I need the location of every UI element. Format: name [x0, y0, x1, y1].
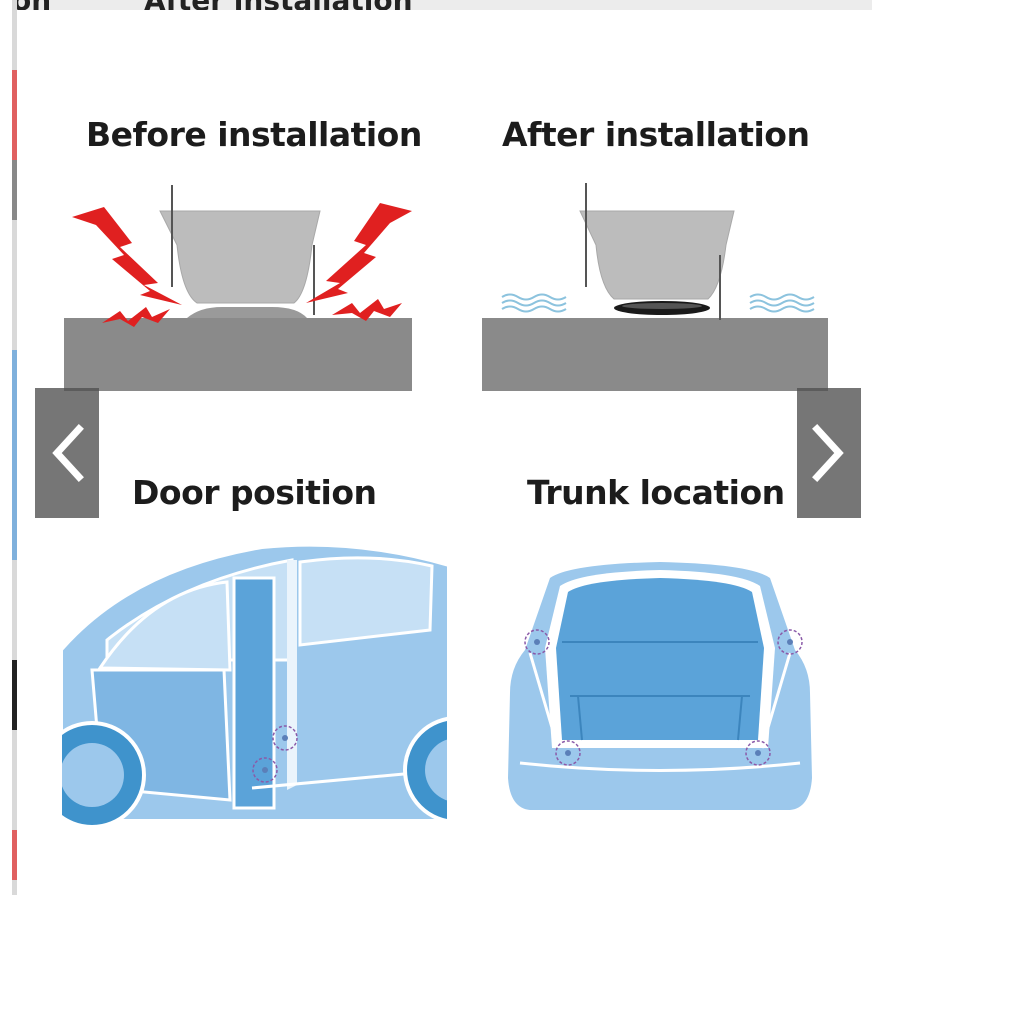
- buffer-location-marker: [252, 757, 278, 783]
- door-panel: [579, 183, 735, 320]
- door-frame-surface: [482, 318, 828, 391]
- door-panel: [159, 185, 321, 315]
- buffer-location-marker: [272, 725, 298, 751]
- trunk-location-illustration: [508, 562, 812, 810]
- door-position-illustration: [62, 544, 447, 829]
- before-installation-illustration: [64, 185, 412, 391]
- before-installation-caption: Before installation: [86, 115, 422, 154]
- buffer-location-marker: [524, 629, 550, 655]
- chevron-left-icon: [52, 424, 84, 482]
- impact-noise-icon: [72, 203, 412, 327]
- image-viewer: on After installation Before installatio…: [12, 0, 872, 895]
- previous-slide-button[interactable]: [35, 388, 99, 518]
- door-frame-surface: [64, 318, 412, 391]
- next-slide-button[interactable]: [797, 388, 861, 518]
- peek-caption-right: After installation: [144, 0, 413, 10]
- peek-caption-left: on: [12, 0, 51, 10]
- after-installation-caption: After installation: [502, 115, 810, 154]
- previous-slide-peek: on After installation: [12, 0, 872, 10]
- vibration-dampened-icon: [501, 293, 815, 313]
- buffer-location-marker: [555, 740, 581, 766]
- buffer-location-marker: [745, 740, 771, 766]
- after-installation-illustration: [482, 183, 828, 391]
- buffer-location-marker: [777, 629, 803, 655]
- chevron-right-icon: [812, 424, 844, 482]
- door-position-caption: Door position: [132, 473, 377, 512]
- adjacent-image-edge: [12, 0, 17, 895]
- trunk-location-caption: Trunk location: [527, 473, 785, 512]
